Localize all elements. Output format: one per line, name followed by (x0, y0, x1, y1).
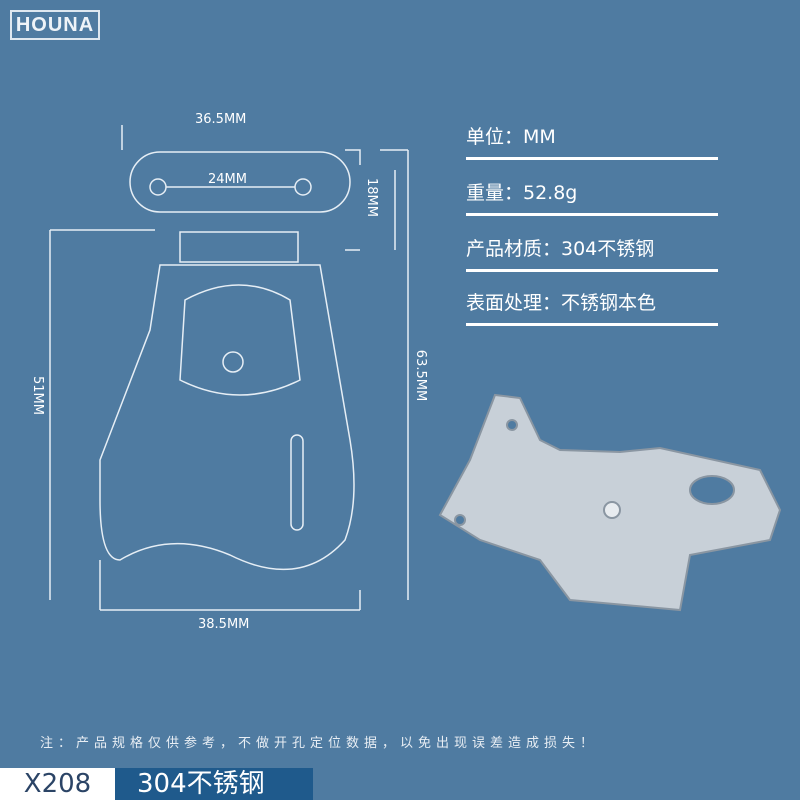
model-number: X208 (0, 768, 115, 800)
material-label: 304不锈钢 (115, 768, 313, 800)
spec-material: 产品材质：304不锈钢 (466, 234, 718, 272)
spec-unit: 单位：MM (466, 122, 718, 160)
brand-logo: HOUNA (10, 10, 100, 40)
dim-left-height: 51MM (29, 376, 45, 415)
spec-weight: 重量：52.8g (466, 178, 718, 216)
dim-tab-height: 18MM (363, 178, 379, 217)
latch-photo (438, 393, 782, 612)
dim-top-width: 36.5MM (195, 112, 247, 127)
dim-total-height: 63.5MM (413, 349, 429, 402)
spec-finish: 表面处理：不锈钢本色 (466, 288, 718, 326)
disclaimer-note: 注：产品规格仅供参考，不做开孔定位数据，以免出现误差造成损失！ (40, 736, 599, 751)
dim-hole-spacing: 24MM (208, 172, 247, 187)
dim-bottom-width: 38.5MM (198, 617, 250, 632)
